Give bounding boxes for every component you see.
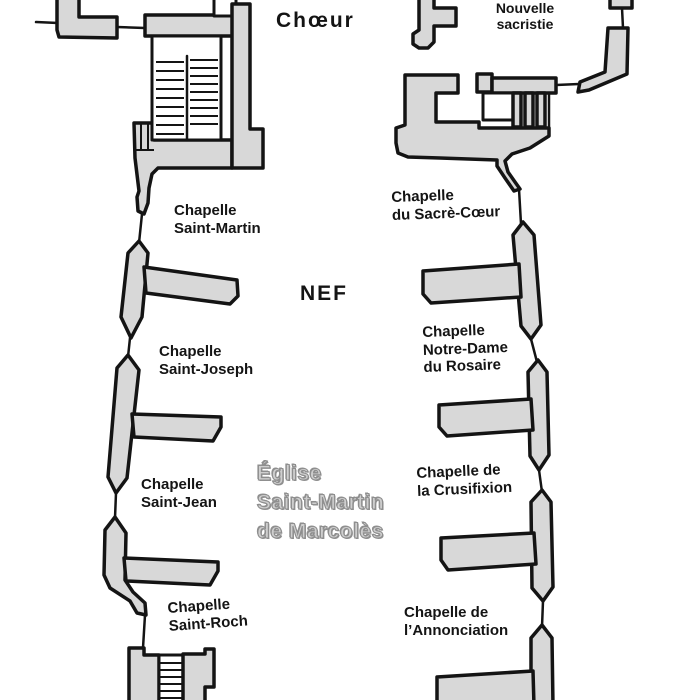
label-chapelle-saint-jean: Chapelle Saint-Jean [141, 476, 217, 511]
east-aisle-walls [421, 220, 555, 700]
stair-flight-right-hatch [190, 59, 218, 125]
sacristy-north-wall [411, 0, 458, 50]
altar-step-3 [535, 91, 547, 129]
west-connector-3 [141, 613, 147, 650]
altar-step-2 [523, 91, 535, 129]
label-chapelle-sacre-coeur: Chapelle du Sacrè-Cœur [391, 186, 501, 224]
label-nef: NEF [300, 282, 348, 305]
west-chapel-wall-2 [130, 412, 223, 443]
sacristy-top-bar [490, 76, 558, 95]
west-aisle-walls [102, 239, 240, 650]
plan-title: Église Saint-Martin de Marcolès [256, 461, 385, 543]
label-chapelle-saint-roch: Chapelle Saint-Roch [167, 595, 249, 635]
west-connector-2 [113, 491, 118, 520]
east-chapel-wall-4 [435, 669, 536, 700]
east-chapel-wall-3 [439, 531, 538, 572]
connector-line-to-west-pillar-1 [137, 212, 144, 245]
east-chapel-wall-1 [421, 262, 523, 305]
label-choeur: Chœur [276, 9, 355, 32]
l-shaped-wall-northwest [55, 0, 119, 40]
connector-line-nw [115, 25, 147, 30]
porch-east-wall [181, 647, 216, 700]
sacristy-east-connector [554, 82, 581, 87]
connector-line-to-east-pillar-1 [517, 187, 523, 226]
stair-tower-north-wall [143, 13, 238, 38]
east-chapel-wall-2 [437, 397, 535, 438]
label-chapelle-annonciation: Chapelle de l’Annonciation [404, 604, 509, 639]
east-connector-3 [540, 599, 545, 629]
stair-tower-east-wall [230, 2, 265, 170]
southwest-porch [127, 646, 216, 700]
label-chapelle-saint-joseph: Chapelle Saint-Joseph [159, 343, 254, 378]
west-chapel-wall-3 [122, 556, 220, 587]
sacristy-wall-tab [475, 72, 494, 94]
northeast-l-wall [576, 26, 630, 94]
porch-west-wall [127, 646, 161, 700]
porch-steps-hatch [160, 662, 182, 699]
small-steps-west [134, 123, 154, 151]
label-chapelle-notre-dame-du-rosaire: Chapelle Notre-Dame du Rosaire [422, 321, 509, 376]
west-pillar-1 [119, 239, 150, 340]
northwest-stair-tower [34, 0, 265, 245]
sacristy-main-body [394, 73, 551, 193]
sacristy-small-room [481, 91, 515, 122]
northeast-wall-stub [608, 0, 634, 10]
label-nouvelle-sacristie: Nouvelle sacristie [495, 0, 555, 32]
choeur-text: Chœur [276, 9, 355, 32]
label-chapelle-saint-martin: Chapelle Saint-Martin [174, 202, 261, 237]
northeast-sacristy-block [394, 0, 634, 226]
west-chapel-wall-1 [142, 265, 240, 306]
east-connector-1 [529, 337, 539, 364]
east-pillar-4 [529, 623, 555, 700]
stair-flight-left-hatch [156, 61, 184, 135]
northeast-connector [620, 6, 625, 30]
label-chapelle-crucifixion: Chapelle de la Crusifixion [416, 461, 513, 500]
nef-text: NEF [300, 282, 348, 305]
wall-fragment-west-edge [34, 20, 60, 25]
altar-step-1 [511, 91, 523, 129]
